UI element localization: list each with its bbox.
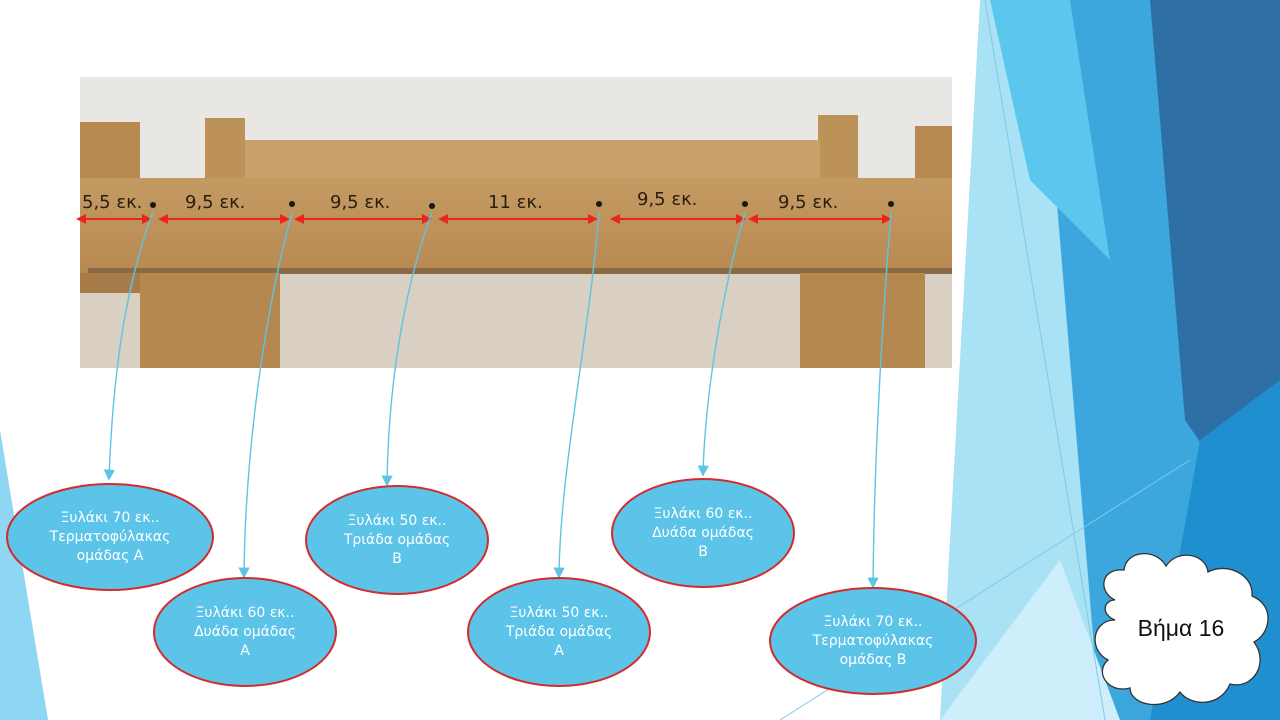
measurement-label-6: 9,5 εκ. (778, 192, 838, 213)
dot-2 (289, 201, 295, 207)
cardboard-box-photo (80, 77, 952, 368)
dot-3 (429, 203, 435, 209)
ellipse-label-1: Ξυλάκι 70 εκ.. Τερματοφύλακας ομάδας Α (49, 509, 171, 564)
left-decor (0, 430, 48, 720)
ellipse-label-6: Ξυλάκι 70 εκ.. Τερματοφύλακας ομάδας Β (812, 613, 934, 668)
step-label: Βήμα 16 (1137, 614, 1225, 641)
dot-4 (596, 201, 602, 207)
measurement-label-3: 9,5 εκ. (330, 192, 390, 213)
measurement-label-5: 9,5 εκ. (637, 189, 697, 210)
dot-1 (150, 202, 156, 208)
ellipse-3 (305, 485, 489, 595)
measurement-marks: 5,5 εκ. 9,5 εκ. 9,5 εκ. 11 εκ. 9,5 εκ. 9… (76, 189, 894, 224)
ellipse-label-4: Ξυλάκι 50 εκ.. Τριάδα ομάδας Α (505, 604, 613, 659)
ellipse-label-3: Ξυλάκι 50 εκ.. Τριάδα ομάδας Β (343, 512, 451, 567)
measurement-label-2: 9,5 εκ. (185, 192, 245, 213)
connector-lines (103, 211, 892, 589)
measurement-label-1: 5,5 εκ. (82, 192, 142, 213)
step-cloud (1094, 553, 1269, 706)
measurement-label-4: 11 εκ. (488, 192, 543, 213)
right-decor-panel (779, 0, 1280, 720)
ellipse-label-5: Ξυλάκι 60 εκ.. Δυάδα ομάδας Β (652, 505, 754, 560)
dot-5 (742, 201, 748, 207)
ellipse-label-2: Ξυλάκι 60 εκ.. Δυάδα ομάδας Α (194, 604, 296, 659)
ellipse-2 (153, 577, 337, 687)
ellipse-6 (769, 587, 977, 695)
dot-6 (888, 201, 894, 207)
ellipse-5 (611, 478, 795, 588)
ellipses (6, 478, 977, 695)
ellipse-4 (467, 577, 651, 687)
ellipse-1 (6, 483, 214, 591)
